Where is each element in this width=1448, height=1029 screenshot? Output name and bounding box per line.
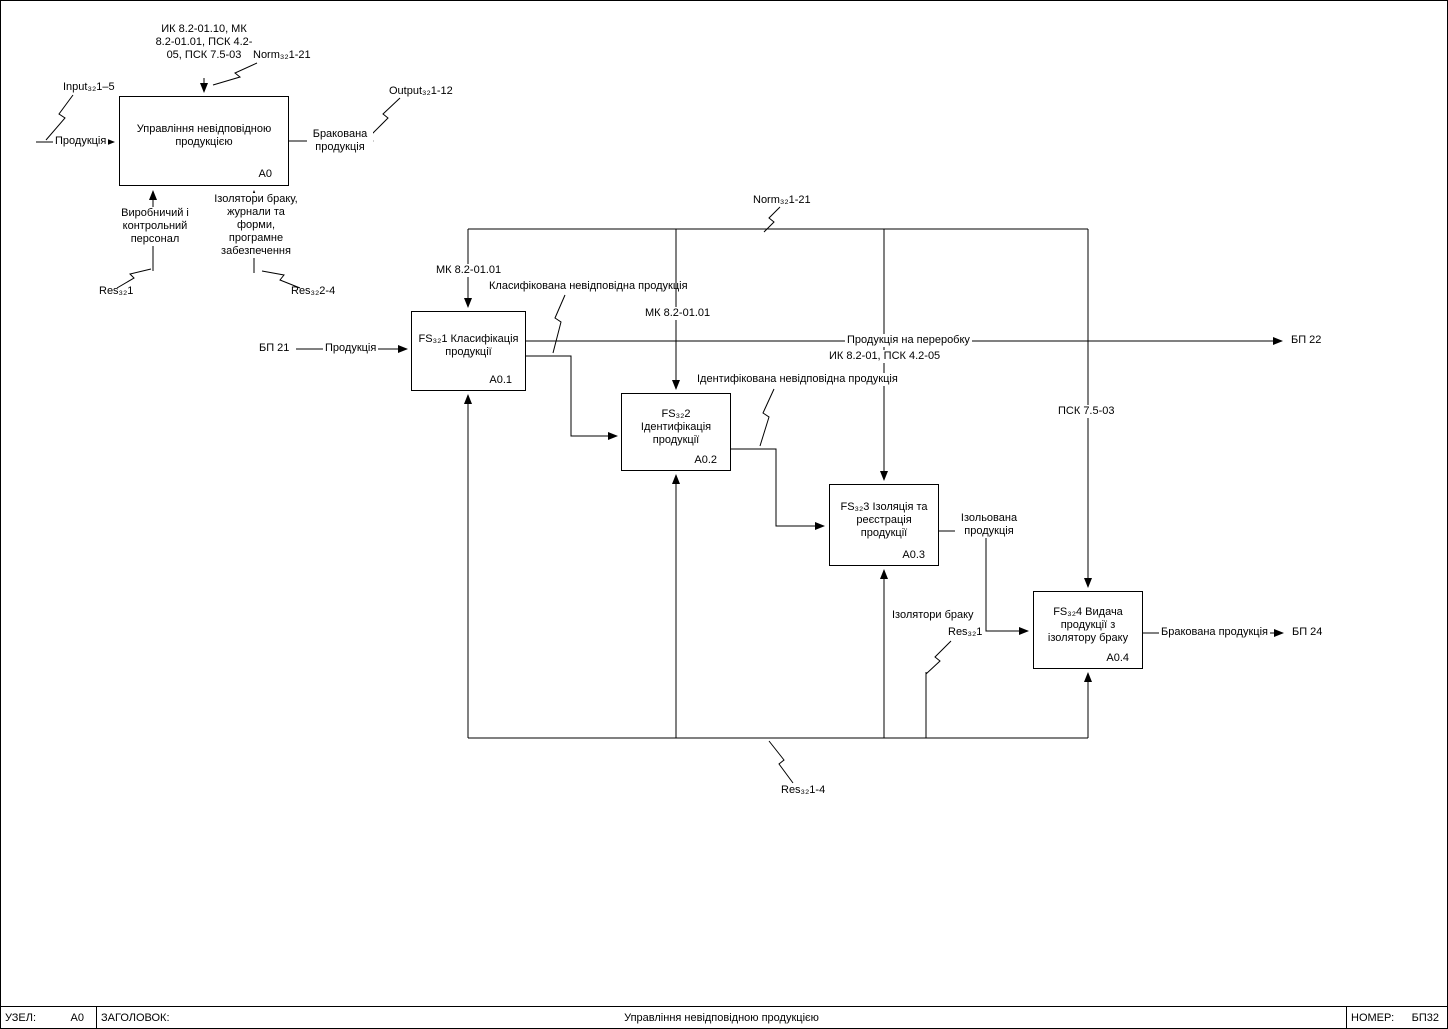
context-control-label: ИК 8.2-01.10, МК 8.2-01.01, ПСК 4.2-05, … [155,23,253,61]
activity-title-a01: FS₃₂1 Класифікація продукції [418,333,519,358]
control-label-a01: МК 8.2-01.01 [434,264,504,277]
flow-rework-dest-bp22: БП 22 [1291,334,1322,346]
title-value: Управління невідповідною продукцією [624,1011,819,1024]
context-mechanism-tools-label: Ізолятори браку, журнали та форми, прогр… [207,193,305,258]
number-value: БП32 [1411,1011,1439,1024]
context-norm-callout: Norm₃₂1-21 [253,49,311,61]
title-bar-number-cell: НОМЕР: БП32 [1347,1007,1447,1028]
flow-defective-dest-bp24: БП 24 [1292,626,1323,638]
res1-callout-squiggle [116,268,152,289]
title-bar-title-cell: ЗАГОЛОВОК: Управління невідповідною прод… [97,1007,1347,1028]
title-label: ЗАГОЛОВОК: [101,1011,170,1024]
decomp-res-callout: Res₃₂1-4 [781,784,826,796]
activity-id-a03: А0.3 [902,549,925,561]
title-bar-node-cell: УЗЕЛ: А0 [1,1007,97,1028]
context-res1-callout: Res₃₂1 [99,285,134,297]
context-mechanism-personnel-label: Виробничий і контрольний персонал [111,207,199,246]
context-input-callout: Input₃₂1–5 [63,81,115,93]
flow-source-bp21: БП 21 [259,342,290,354]
node-value: А0 [70,1011,84,1024]
activity-title-a04: FS₃₂4 Видача продукції з ізолятору браку [1047,605,1129,644]
activity-box-a01: FS₃₂1 Класифікація продукції А0.1 [411,311,526,391]
flow-rework-label: Продукція на переробку [845,334,972,347]
activity-box-a02: FS₃₂2 Ідентифікація продукції А0.2 [621,393,731,471]
identified-label-squiggle [759,388,775,447]
norm-rail-squiggle [763,206,781,233]
control-label-a02: МК 8.2-01.01 [643,307,713,320]
activity-box-a04: FS₃₂4 Видача продукції з ізолятору браку… [1033,591,1143,669]
context-res24-callout: Res₃₂2-4 [291,285,336,297]
context-activity-box-a0: Управління невідповідною продукцією А0 [119,96,289,186]
output-callout-squiggle [370,97,401,136]
control-label-a03: ИК 8.2-01, ПСК 4.2-05 [827,350,943,363]
flow-isolated-label: Ізольована продукція [955,512,1023,538]
activity-box-a03: FS₃₂3 Ізоляція та реєстрація продукції А… [829,484,939,566]
activity-id-a01: А0.1 [489,374,512,386]
context-activity-id: А0 [258,168,272,180]
decomp-norm-callout: Norm₃₂1-21 [753,194,811,206]
title-bar: УЗЕЛ: А0 ЗАГОЛОВОК: Управління невідпові… [1,1006,1447,1028]
flow-defective-label: Бракована продукція [1159,626,1270,639]
flow-input-label: Продукція [323,342,379,355]
activity-title-a03: FS₃₂3 Ізоляція та реєстрація продукції [840,500,928,539]
res24-callout-squiggle [261,270,301,289]
flow-classified-a01-a02 [526,355,618,440]
flow-identified-a02-a03 [731,448,825,530]
isolators-label-squiggle [925,640,952,675]
control-label-a04: ПСК 7.5-03 [1056,405,1117,418]
flow-identified-label: Ідентифікована невідповідна продукція [695,373,900,386]
classified-label-squiggle [552,294,566,354]
isolators-res-callout: Res₃₂1 [948,626,983,638]
activity-id-a02: А0.2 [694,454,717,466]
norm-callout-squiggle [212,62,258,86]
context-output-label: Бракована продукція [307,128,373,154]
activity-id-a04: А0.4 [1106,652,1129,664]
res-rail-squiggle [768,740,794,784]
number-label: НОМЕР: [1351,1011,1395,1024]
activity-title-a02: FS₃₂2 Ідентифікація продукції [640,407,712,446]
context-activity-title: Управління невідповідною продукцією [136,123,272,148]
input-callout-squiggle [45,94,74,141]
flow-classified-label: Класифікована невідповідна продукція [489,280,688,292]
node-label: УЗЕЛ: [5,1011,37,1024]
context-output-callout: Output₃₂1-12 [389,85,453,97]
context-input-label: Продукція [53,135,109,148]
isolators-label: Ізолятори браку [890,609,976,622]
